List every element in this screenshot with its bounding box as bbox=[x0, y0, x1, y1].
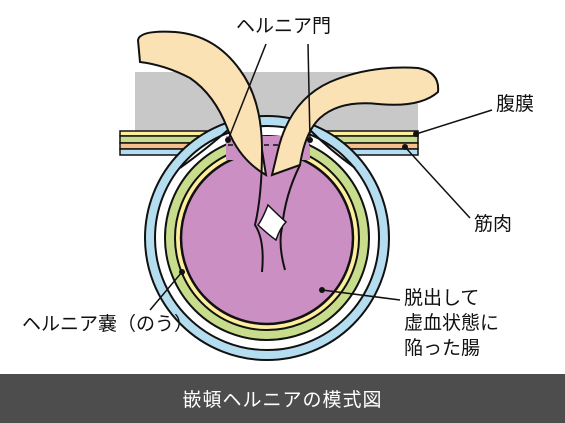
label-hernia-sac: ヘルニア嚢（のう） bbox=[22, 313, 194, 335]
dot-hernia-sac bbox=[179, 269, 185, 275]
label-muscle: 筋肉 bbox=[474, 213, 513, 235]
intestine-right-loop bbox=[270, 66, 440, 177]
label-intestine-3: 陥った腸 bbox=[404, 337, 481, 359]
hernia-sac-layers bbox=[144, 115, 390, 361]
label-peritoneum: 腹膜 bbox=[496, 93, 535, 115]
caption-text: 嵌頓ヘルニアの模式図 bbox=[182, 389, 383, 411]
intestine-lumen bbox=[256, 203, 288, 242]
label-hernia-orifice: ヘルニア門 bbox=[236, 15, 332, 37]
label-intestine-2: 虚血状態に bbox=[404, 312, 500, 334]
hernia-diagram bbox=[119, 30, 493, 361]
caption-bar: 嵌頓ヘルニアの模式図 bbox=[0, 374, 565, 423]
leader-lines bbox=[149, 43, 493, 311]
dot-intestine bbox=[319, 287, 325, 293]
dot-muscle bbox=[402, 144, 408, 150]
label-intestine-1: 脱出して bbox=[404, 287, 480, 309]
dot-peritoneum bbox=[413, 131, 419, 137]
